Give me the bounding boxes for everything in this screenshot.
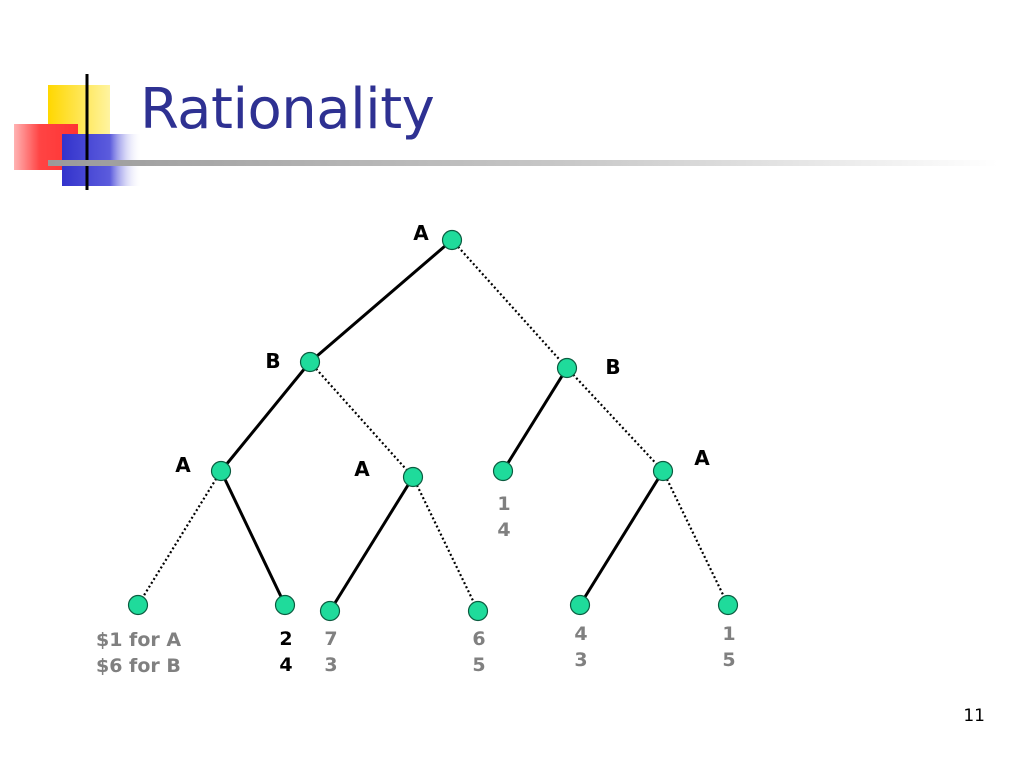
tree-edge-a_rr-leaf5 bbox=[578, 470, 665, 606]
payoff-leaf2-line-2: 4 bbox=[279, 654, 292, 676]
payoff-leaf5-line-2: 3 bbox=[574, 649, 587, 671]
payoff-leaf3-line-2: 3 bbox=[324, 654, 337, 676]
tree-edge-root-b_left bbox=[309, 238, 453, 364]
tree-edge-root-b_right bbox=[451, 239, 568, 369]
tree-edge-a_ll-leaf1 bbox=[137, 470, 222, 606]
tree-node-b_right bbox=[556, 357, 578, 379]
tree-node-root bbox=[441, 229, 463, 251]
player-label-a_lr: A bbox=[354, 457, 370, 481]
player-label-a_ll: A bbox=[175, 453, 191, 477]
payoff-leaf6-line-1: 1 bbox=[722, 623, 735, 645]
tree-edge-a_ll-leaf2 bbox=[219, 470, 287, 606]
page-number: 11 bbox=[963, 706, 985, 726]
payoff-leaf_mid-line-2: 4 bbox=[497, 519, 510, 541]
tree-node-leaf2 bbox=[274, 594, 296, 616]
title-underline bbox=[48, 160, 998, 166]
tree-nodes bbox=[127, 229, 739, 622]
tree-edge-b_left-a_lr bbox=[309, 361, 414, 478]
payoff-leaf1-line-2: $6 for B bbox=[96, 655, 181, 677]
tree-edge-a_rr-leaf6 bbox=[662, 470, 729, 606]
payoff-leaf5-line-1: 4 bbox=[574, 623, 587, 645]
payoff-leaf6-line-2: 5 bbox=[722, 649, 735, 671]
tree-node-leaf5 bbox=[569, 594, 591, 616]
tree-node-leaf1 bbox=[127, 594, 149, 616]
payoff-leaf3-line-1: 7 bbox=[324, 628, 337, 650]
tree-edge-a_lr-leaf3 bbox=[328, 476, 415, 612]
tree-node-a_ll bbox=[210, 460, 232, 482]
tree-edges bbox=[137, 238, 729, 612]
tree-node-b_left bbox=[299, 351, 321, 373]
payoff-leaf4-line-1: 6 bbox=[472, 628, 485, 650]
tree-edge-a_lr-leaf4 bbox=[412, 476, 479, 612]
tree-node-a_rr bbox=[652, 460, 674, 482]
tree-node-leaf3 bbox=[319, 600, 341, 622]
tree-labels: A B B A A A $1 for A $6 for B 2 4 7 3 6 5 1 4 4 3 1 5 bbox=[96, 221, 736, 677]
tree-edge-b_left-a_ll bbox=[219, 361, 312, 472]
tree-node-leaf6 bbox=[717, 594, 739, 616]
tree-edge-b_right-leaf_mid bbox=[501, 367, 569, 472]
payoff-leaf_mid-line-1: 1 bbox=[497, 493, 510, 515]
slide-title: Rationality bbox=[140, 77, 435, 142]
tree-node-leaf_mid bbox=[492, 460, 514, 482]
player-label-root: A bbox=[413, 221, 429, 245]
tree-node-leaf4 bbox=[467, 600, 489, 622]
player-label-b_right: B bbox=[605, 355, 620, 379]
tree-node-a_lr bbox=[402, 466, 424, 488]
payoff-leaf2-line-1: 2 bbox=[279, 628, 292, 650]
payoff-leaf4-line-2: 5 bbox=[472, 654, 485, 676]
player-label-a_rr: A bbox=[694, 446, 710, 470]
payoff-leaf1-line-1: $1 for A bbox=[96, 629, 181, 651]
player-label-b_left: B bbox=[265, 349, 280, 373]
tree-edge-b_right-a_rr bbox=[566, 367, 664, 472]
